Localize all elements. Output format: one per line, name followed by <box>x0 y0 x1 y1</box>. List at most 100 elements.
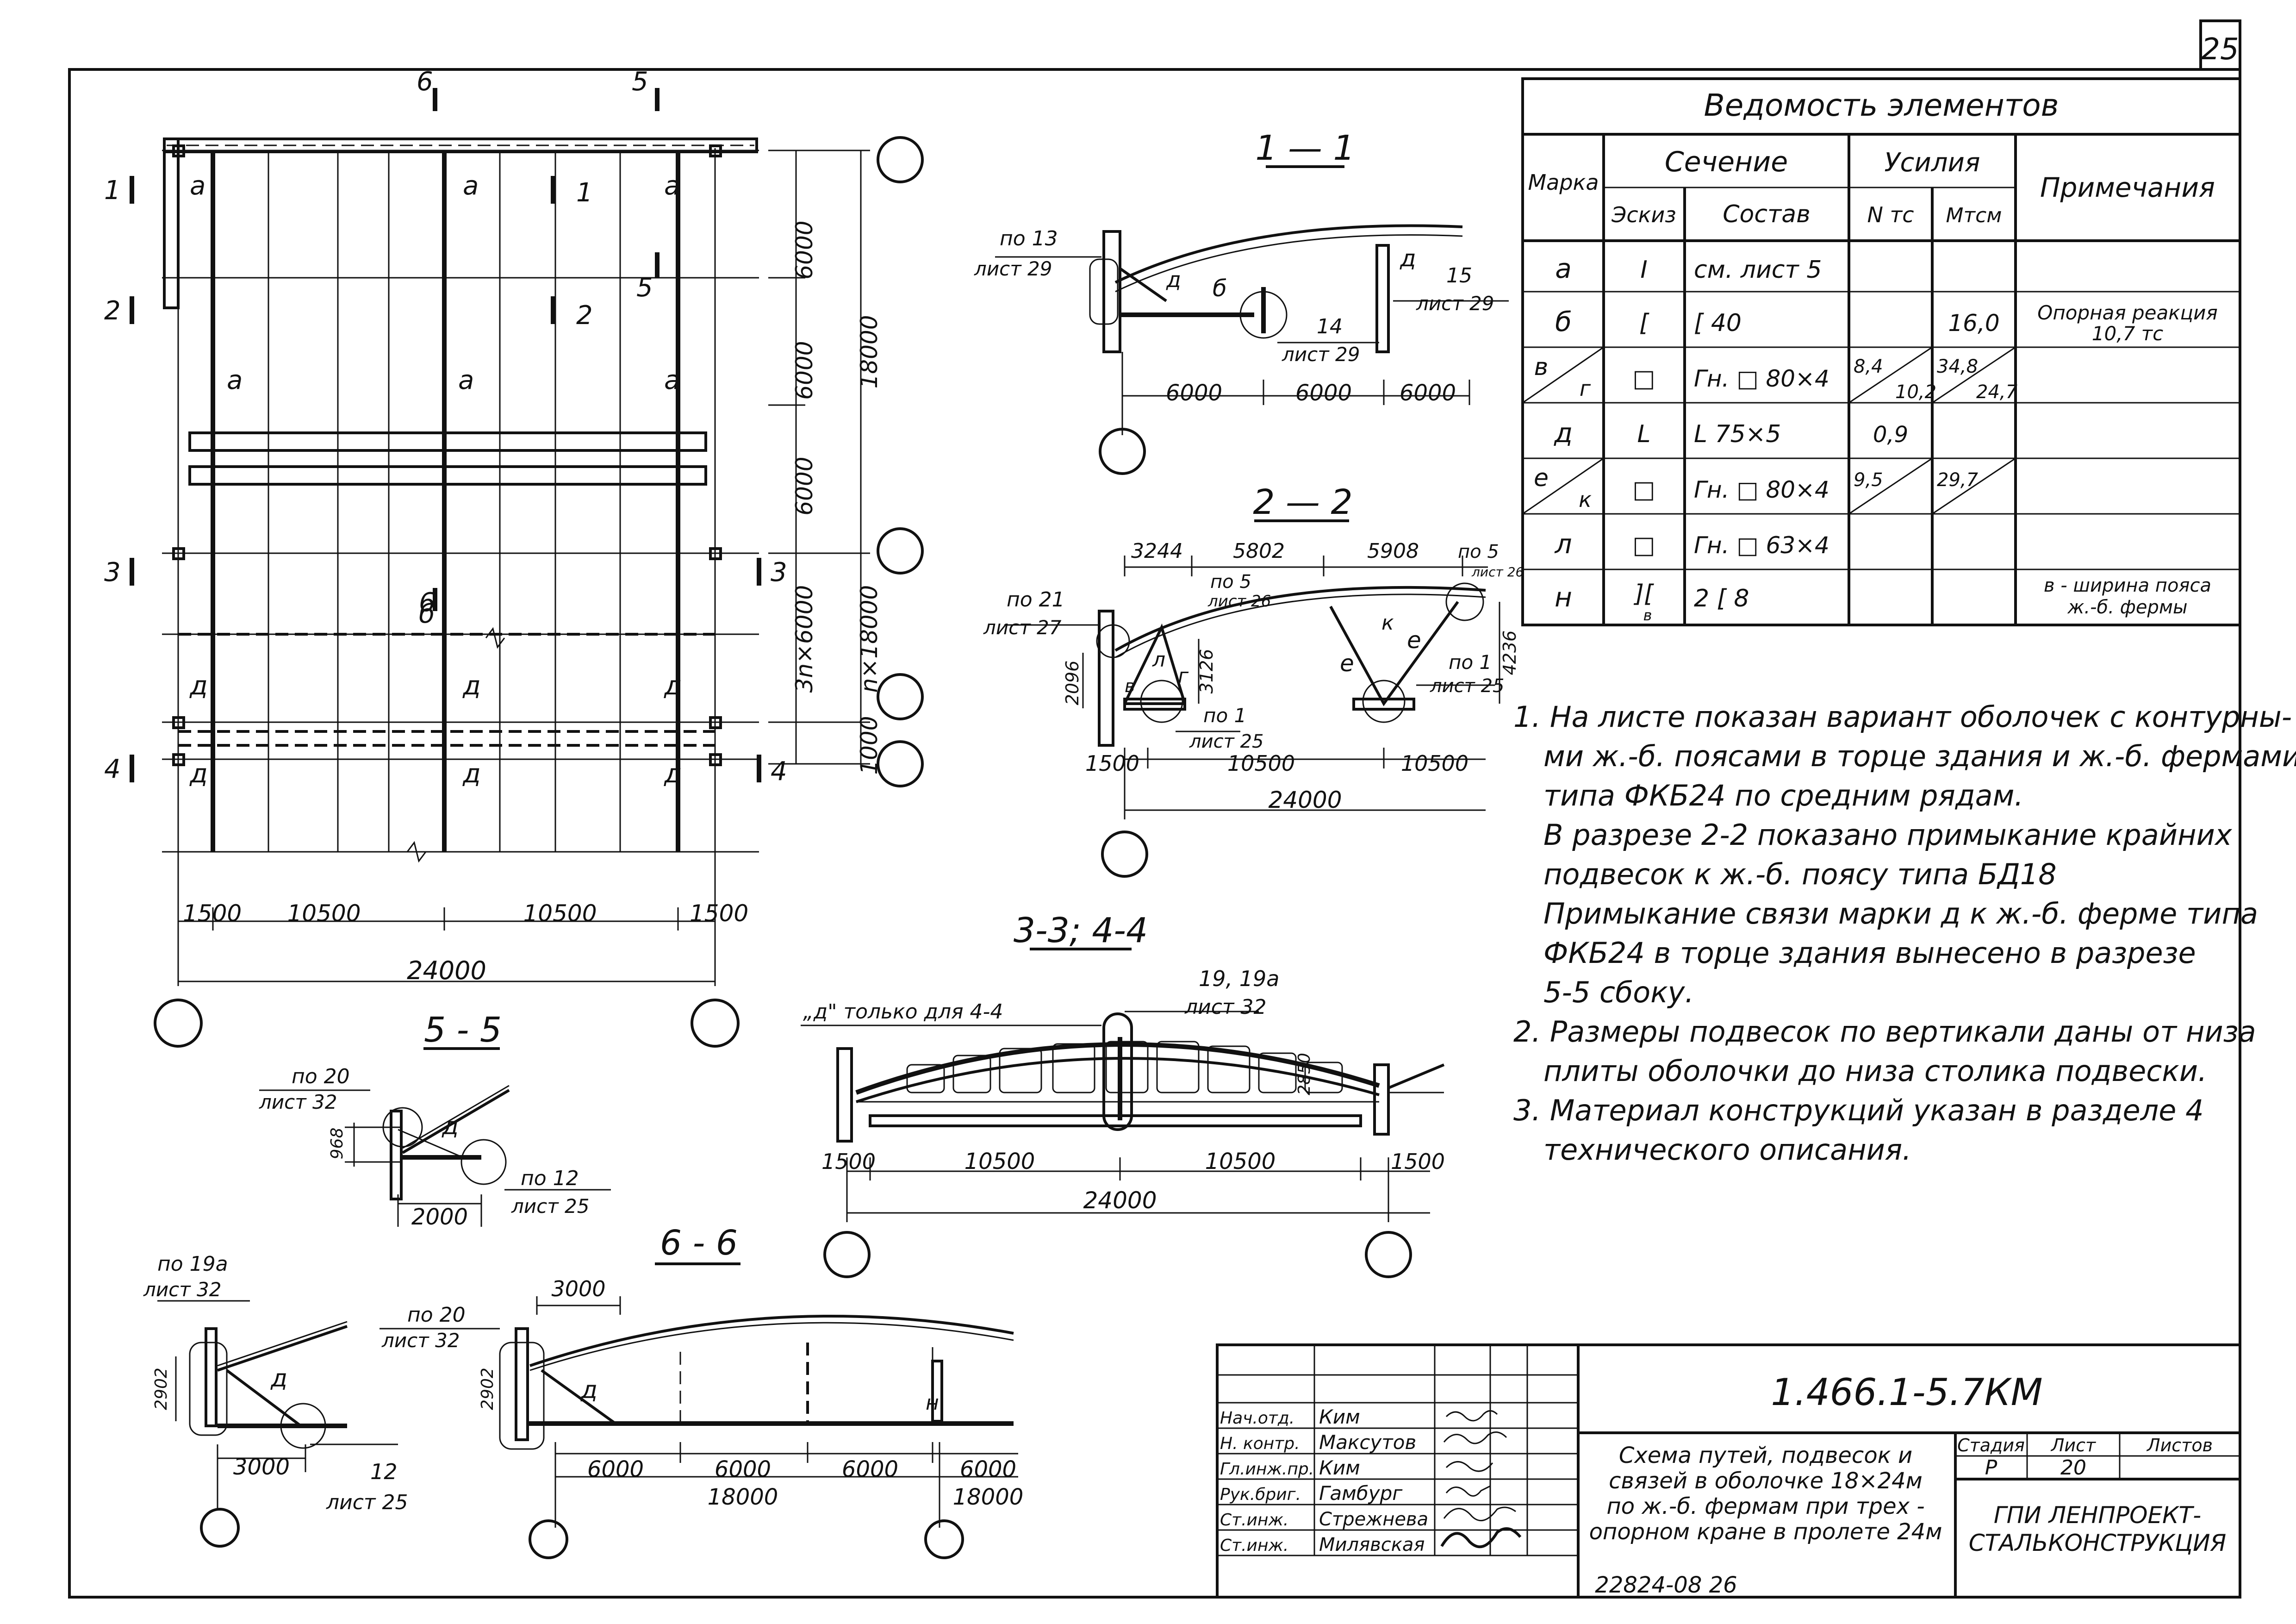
drawing-label: 1500 <box>690 900 748 927</box>
drawing-description: Схема путей, подвесок и <box>1619 1443 1912 1468</box>
organization-name: СТАЛЬКОНСТРУКЦИЯ <box>1969 1530 2227 1556</box>
plan-dim-6000: 6000 <box>791 220 818 279</box>
drawing-label: д <box>580 1376 597 1404</box>
drawing-label: а <box>664 365 680 395</box>
drawing-label: 5 <box>636 273 653 303</box>
plan-dim-6000: 6000 <box>791 341 818 400</box>
drawing-label: б <box>1555 306 1572 337</box>
table-header-n: N тс <box>1867 202 1914 227</box>
drawing-label: лист 32 <box>259 1091 337 1113</box>
section-2-2 <box>1004 519 1500 878</box>
table-header-section: Сечение <box>1665 146 1788 178</box>
drawing-label: 1500 <box>1391 1149 1445 1174</box>
drawing-label: 16,0 <box>1948 310 1999 337</box>
drawing-label: е <box>1534 464 1549 492</box>
section-6-6 <box>157 1262 1018 1559</box>
drawing-label: L <box>1637 420 1651 448</box>
drawing-label: к <box>1579 487 1592 512</box>
person-name: Ким <box>1319 1405 1360 1428</box>
header-sheet: Лист <box>2050 1435 2097 1455</box>
drawing-label: д <box>462 759 481 789</box>
drawing-label: лист 29 <box>974 257 1052 280</box>
drawing-label: 29,7 <box>1937 469 1979 491</box>
drawing-label: лист 25 <box>1430 675 1504 697</box>
drawing-label: 10500 <box>1205 1149 1276 1174</box>
drawing-label: 1 <box>576 178 593 208</box>
note-support-reaction: Опорная реакция <box>2037 301 2217 324</box>
drawing-label: л <box>1152 648 1165 672</box>
drawing-label: н <box>926 1391 939 1415</box>
table-header-mark: Марка <box>1528 170 1599 195</box>
plan-dim-1000: 1000 <box>856 716 883 775</box>
drawing-label: Гн. □ 80×4 <box>1694 476 1829 503</box>
general-notes: 1. На листе показан вариант оболочек с к… <box>1513 700 2296 1167</box>
drawing-label: 5 <box>632 67 648 97</box>
drawing-label: □ <box>1632 531 1655 559</box>
section-3-3-4-4 <box>801 948 1445 1278</box>
drawing-label: 9,5 <box>1854 469 1883 491</box>
table-row: б [ [ 40 16,0 Опорная реакция 10,7 тс <box>1555 301 2218 345</box>
drawing-label: лист 26 <box>1207 592 1271 611</box>
drawing-label: по 5 <box>1458 541 1499 562</box>
drawing-label: а <box>190 171 205 201</box>
person-name: Максутов <box>1319 1431 1416 1454</box>
drawing-label: 14 <box>1317 315 1343 338</box>
drawing-label: лист 25 <box>511 1195 590 1218</box>
note-line: ми ж.-б. поясами в торце здания и ж.-б. … <box>1543 739 2296 773</box>
note-line: 5-5 сбоку. <box>1543 975 1694 1009</box>
section-1-1 <box>995 165 1509 475</box>
drawing-label: ж.-б. фермы <box>2067 597 2187 618</box>
drawing-label: по 1 <box>1203 704 1246 727</box>
drawing-label: 34,8 <box>1937 356 1978 377</box>
section-6-6-title: 6 - 6 <box>660 1223 738 1263</box>
document-code: 1.466.1-5.7КМ <box>1771 1371 2042 1414</box>
note-line: 2. Размеры подвесок по вертикали даны от… <box>1513 1015 2256 1049</box>
drawing-label: по 13 <box>1000 227 1058 250</box>
table-header-notes: Примечания <box>2040 172 2215 203</box>
drawing-label: в <box>1125 676 1135 696</box>
drawing-label: д <box>189 759 208 789</box>
note-line: ФКБ24 в торце здания вынесено в разрезе <box>1543 936 2196 970</box>
drawing-label: лист 32 <box>143 1278 222 1301</box>
drawing-label: л <box>1554 528 1572 560</box>
plan-dim-total: 24000 <box>407 956 486 985</box>
plan-dim-n18000: n×18000 <box>856 585 883 693</box>
note-line: технического описания. <box>1543 1133 1911 1167</box>
drawing-label: д <box>664 671 682 701</box>
drawing-label: 3000 <box>551 1276 605 1301</box>
note-line: плиты оболочки до низа столика подвески. <box>1543 1054 2207 1088</box>
drawing-label: 3 <box>104 557 121 587</box>
plan-dim-6000: 6000 <box>791 456 818 515</box>
drawing-label: 4 <box>104 754 121 784</box>
drawing-label: 10,7 тс <box>2092 322 2163 345</box>
inventory-number: 22824-08 26 <box>1595 1572 1737 1598</box>
drawing-label: 2000 <box>411 1204 468 1230</box>
drawing-label: [ 40 <box>1694 309 1742 337</box>
drawing-label: 2 [ 8 <box>1694 585 1749 612</box>
drawing-label: к <box>1381 611 1394 635</box>
drawing-label: лист 32 <box>381 1329 460 1352</box>
drawing-label: 2850 <box>1295 1053 1314 1095</box>
person-name: Ким <box>1319 1456 1360 1479</box>
drawing-label: д <box>664 759 682 789</box>
drawing-label: лист 25 <box>1189 731 1263 752</box>
section-1-1-title: 1 — 1 <box>1255 128 1355 168</box>
drawing-label: 6000 <box>587 1456 644 1482</box>
drawing-label: д <box>189 671 208 701</box>
drawing-label: Гн. □ 80×4 <box>1694 365 1829 392</box>
drawing-label: 6 <box>417 67 433 97</box>
drawing-label: н <box>1555 581 1572 613</box>
drawing-description: опорном кране в пролете 24м <box>1589 1519 1942 1545</box>
plan-labels: 1 2 3 4 5 6 1 2 3 4 5 6 а а а а а а д д … <box>104 67 883 985</box>
drawing-label: д <box>1166 267 1181 292</box>
drawing-label: по 20 <box>407 1303 466 1327</box>
drawing-label: 24000 <box>1268 787 1342 813</box>
note-chord-width: в - ширина пояса <box>2044 575 2211 596</box>
drawing-label: 10500 <box>523 900 597 927</box>
drawing-label: лист 29 <box>1282 343 1360 366</box>
drawing-label: в <box>1534 353 1549 381</box>
drawing-label: а <box>1555 253 1572 284</box>
drawing-label: □ <box>1632 476 1655 504</box>
drawing-label: I <box>1640 256 1647 284</box>
drawing-label: г <box>1178 664 1189 688</box>
